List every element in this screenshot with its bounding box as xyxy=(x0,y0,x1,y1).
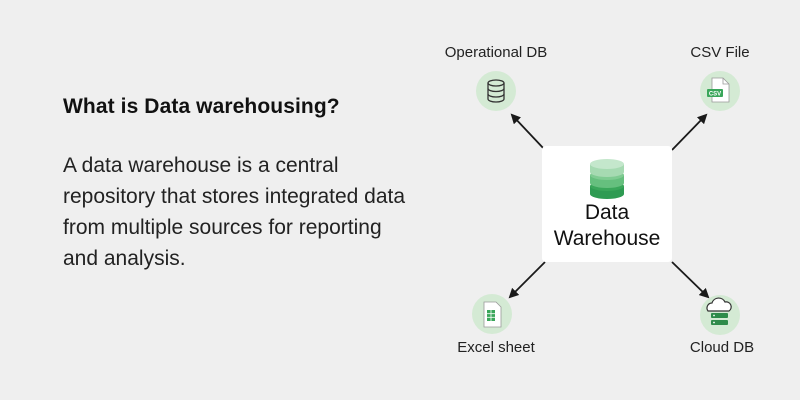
hub-label-line1: Data xyxy=(584,201,630,224)
csv-badge-text: CSV xyxy=(709,91,721,97)
spreadsheet-icon xyxy=(483,301,502,328)
arrow-to-excel-sheet xyxy=(508,261,546,299)
csv-file-icon: CSV xyxy=(707,77,730,103)
label-operational-db: Operational DB xyxy=(444,44,548,61)
node-excel-sheet xyxy=(472,294,512,334)
label-cloud-db: Cloud DB xyxy=(689,339,755,356)
page-title: What is Data warehousing? xyxy=(63,95,340,118)
label-excel-sheet: Excel sheet xyxy=(457,339,535,356)
description-text: A data warehouse is a central repository… xyxy=(63,154,406,270)
node-operational-db xyxy=(476,71,516,111)
database-stack-icon xyxy=(590,159,624,199)
arrow-to-operational-db xyxy=(510,113,546,151)
hub-label: Data Warehouse xyxy=(542,200,672,252)
database-icon xyxy=(487,79,505,103)
cloud-server-icon xyxy=(706,297,732,325)
label-csv-file: CSV File xyxy=(690,44,750,61)
node-cloud-db xyxy=(700,295,740,335)
arrow-to-cloud-db xyxy=(671,261,710,299)
arrow-to-csv-file xyxy=(671,113,708,151)
hub-label-line2: Warehouse xyxy=(553,227,661,250)
node-csv-file: CSV xyxy=(700,71,740,111)
